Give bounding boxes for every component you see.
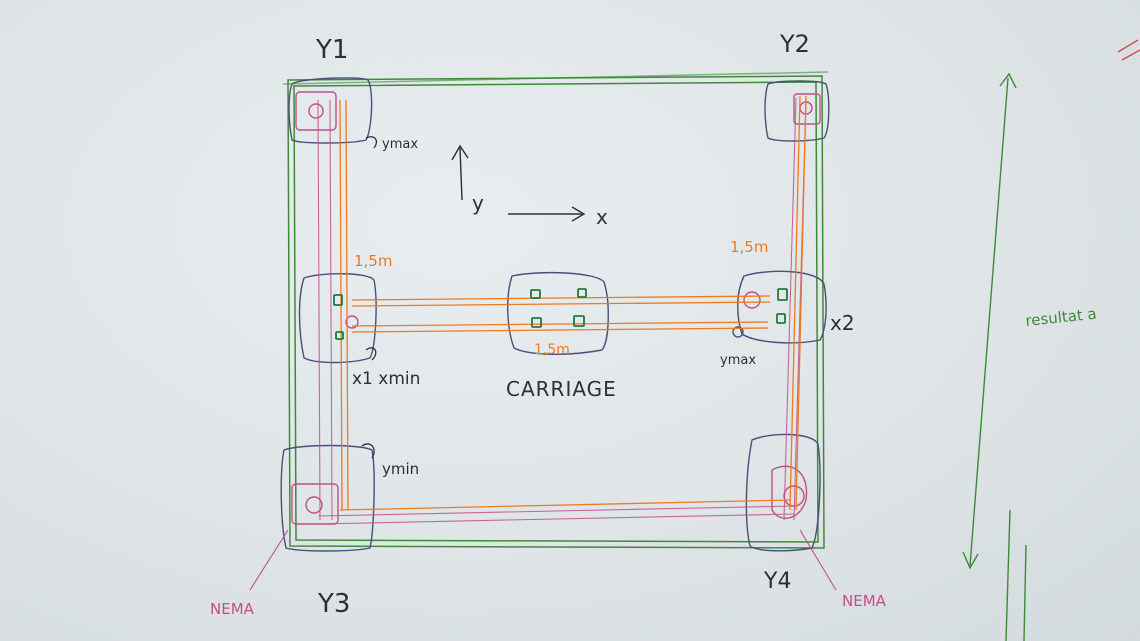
- label-axis-x: x: [596, 205, 608, 229]
- label-carriage: CARRIAGE: [506, 377, 617, 401]
- label-y2: Y2: [779, 30, 810, 58]
- label-y3: Y3: [317, 589, 350, 619]
- label-nema-right: NEMA: [842, 592, 887, 610]
- label-ymax-right: ymax: [720, 353, 756, 368]
- dimension-arrows: [962, 72, 1027, 641]
- label-y1: Y1: [315, 35, 348, 65]
- label-y4: Y4: [763, 569, 791, 594]
- label-x2: x2: [830, 311, 855, 335]
- axis-arrows: [451, 144, 586, 222]
- corner-block-y2: [764, 80, 830, 142]
- nema-leaders: [249, 529, 837, 591]
- limit-switches: [361, 136, 378, 459]
- label-ymax-left: ymax: [382, 137, 418, 152]
- carriage-block: [507, 271, 609, 355]
- corner-block-y3: [280, 444, 375, 552]
- belts: [339, 95, 807, 511]
- label-axis-y: y: [472, 191, 484, 215]
- label-belt-right: 1,5m: [730, 238, 768, 256]
- label-resultat: resultat a: [1025, 305, 1098, 330]
- x-block-right: [732, 270, 827, 344]
- edge-mark: [1117, 39, 1140, 61]
- label-x1-xmin: x1 xmin: [352, 369, 420, 389]
- x-block-left: [298, 273, 377, 364]
- bearings: [333, 288, 788, 340]
- label-nema-left: NEMA: [210, 600, 255, 618]
- corner-block-y4: [745, 433, 821, 552]
- corner-block-y1: [288, 77, 373, 144]
- label-belt-left: 1,5m: [354, 252, 392, 270]
- label-ymin: ymin: [382, 460, 419, 478]
- label-belt-carriage: 1,5m: [534, 342, 570, 358]
- frame: [282, 71, 829, 549]
